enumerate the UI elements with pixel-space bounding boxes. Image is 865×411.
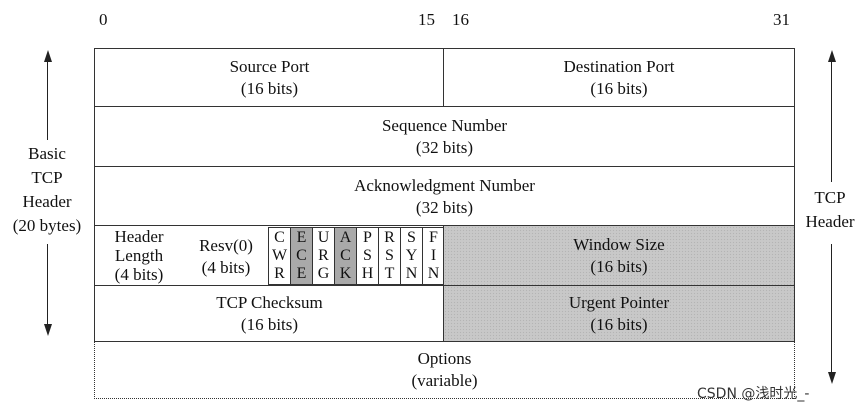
flag-letter: C: [274, 229, 285, 246]
flag-letter: E: [296, 229, 307, 246]
flag-letter: A: [339, 229, 352, 246]
flag-letter: C: [296, 247, 307, 264]
bit-label-31: 31: [773, 10, 790, 29]
destination-port-field: Destination Port (16 bits): [443, 48, 795, 108]
header-length-field: Header Length (4 bits): [114, 227, 164, 284]
flag-letter: S: [385, 247, 394, 264]
flag-letter: R: [318, 247, 329, 264]
flag-letter: R: [274, 265, 285, 282]
arrow-down-icon: [44, 324, 52, 336]
window-size-field: Window Size (16 bits): [443, 225, 795, 287]
watermark: CSDN @浅时光_-: [697, 386, 810, 402]
arrow-up-icon: [828, 50, 836, 62]
flag-letter: N: [427, 265, 440, 282]
acknowledgment-number-field: Acknowledgment Number (32 bits): [94, 166, 795, 227]
sequence-number-field: Sequence Number (32 bits): [94, 106, 795, 168]
flag-letter: E: [296, 265, 307, 282]
bit-label-0: 0: [99, 10, 108, 29]
urgent-pointer-field: Urgent Pointer (16 bits): [443, 285, 795, 343]
tcp-checksum-field: TCP Checksum (16 bits): [94, 285, 445, 343]
basic-tcp-header-label: Basic TCP Header (20 bytes): [12, 144, 82, 235]
bit-label-15: 15: [418, 10, 435, 29]
options-field: Options (variable): [94, 341, 795, 399]
flag-letter: S: [407, 229, 416, 246]
flag-letter: G: [317, 265, 330, 282]
resv-field: Resv(0) (4 bits): [199, 236, 253, 277]
flag-letter: K: [339, 265, 352, 282]
bit-label-16: 16: [452, 10, 469, 29]
flag-letter: I: [430, 247, 437, 264]
flag-letter: C: [340, 247, 351, 264]
flag-letter: T: [384, 265, 395, 282]
flag-letter: U: [317, 229, 330, 246]
flag-letter: R: [384, 229, 395, 246]
flag-letter: H: [361, 265, 374, 282]
flag-letter: S: [363, 247, 372, 264]
flag-letter: P: [363, 229, 372, 246]
arrow-up-icon: [44, 50, 52, 62]
tcp-header-label: TCP Header: [805, 188, 855, 231]
source-port-field: Source Port (16 bits): [94, 48, 445, 108]
flag-letter: W: [271, 247, 288, 264]
flag-letter: Y: [405, 247, 418, 264]
flag-letter: F: [429, 229, 438, 246]
arrow-down-icon: [828, 372, 836, 384]
flag-letter: N: [405, 265, 418, 282]
